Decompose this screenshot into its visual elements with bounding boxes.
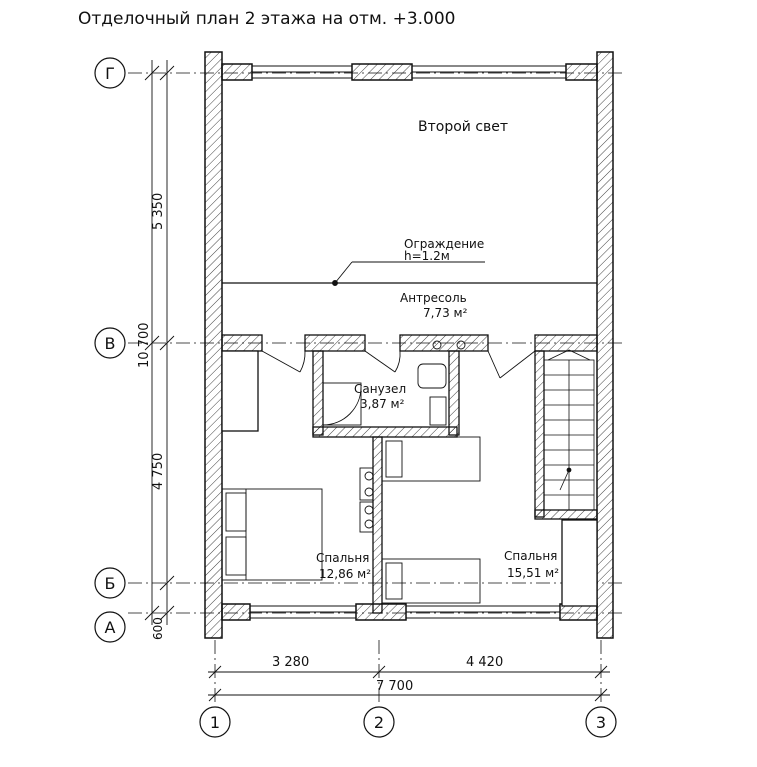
axis-row-a: А <box>105 618 116 637</box>
dim-left-total: 10 700 <box>137 323 152 369</box>
dim-bottom-1: 3 280 <box>272 655 309 670</box>
interior-walls <box>221 334 598 614</box>
staircase <box>543 349 595 511</box>
label-railing-height: h=1.2м <box>404 249 450 263</box>
axis-row-b: Б <box>105 574 116 593</box>
axis-col-3: 3 <box>596 713 606 732</box>
label-bedroom2-area: 15,51 м² <box>507 566 559 580</box>
label-bedroom2-name: Спальня <box>504 549 557 563</box>
beds <box>221 436 481 604</box>
dim-left-2: 4 750 <box>151 453 166 490</box>
axis-col-2: 2 <box>374 713 384 732</box>
label-railing: Ограждение <box>404 237 484 251</box>
dim-left-1: 5 350 <box>151 193 166 230</box>
bathroom-fixtures <box>322 340 466 426</box>
left-dimension-lines <box>144 60 175 625</box>
dim-left-3: 600 <box>151 617 165 640</box>
label-mezzanine-name: Антресоль <box>400 291 467 305</box>
axis-bubbles <box>94 57 617 738</box>
label-bedroom1-name: Спальня <box>316 551 369 565</box>
dim-bottom-2: 4 420 <box>466 655 503 670</box>
label-second-light: Второй свет <box>418 119 508 135</box>
dim-bottom-total: 7 700 <box>376 679 413 694</box>
label-mezzanine-area: 7,73 м² <box>423 306 468 320</box>
plan-title: Отделочный план 2 этажа на отм. +3.000 <box>78 9 456 29</box>
axis-row-g: Г <box>105 64 115 83</box>
label-bathroom-name: Санузел <box>354 382 406 396</box>
label-bedroom1-area: 12,86 м² <box>319 567 371 581</box>
label-bathroom-area: 3,87 м² <box>360 397 405 411</box>
windows <box>249 65 567 619</box>
axis-row-v: В <box>105 334 116 353</box>
door-swings <box>261 350 536 379</box>
bottom-dimension-lines <box>208 665 610 702</box>
axis-col-1: 1 <box>210 713 220 732</box>
exterior-walls <box>204 51 614 639</box>
railing-leader <box>332 261 485 286</box>
